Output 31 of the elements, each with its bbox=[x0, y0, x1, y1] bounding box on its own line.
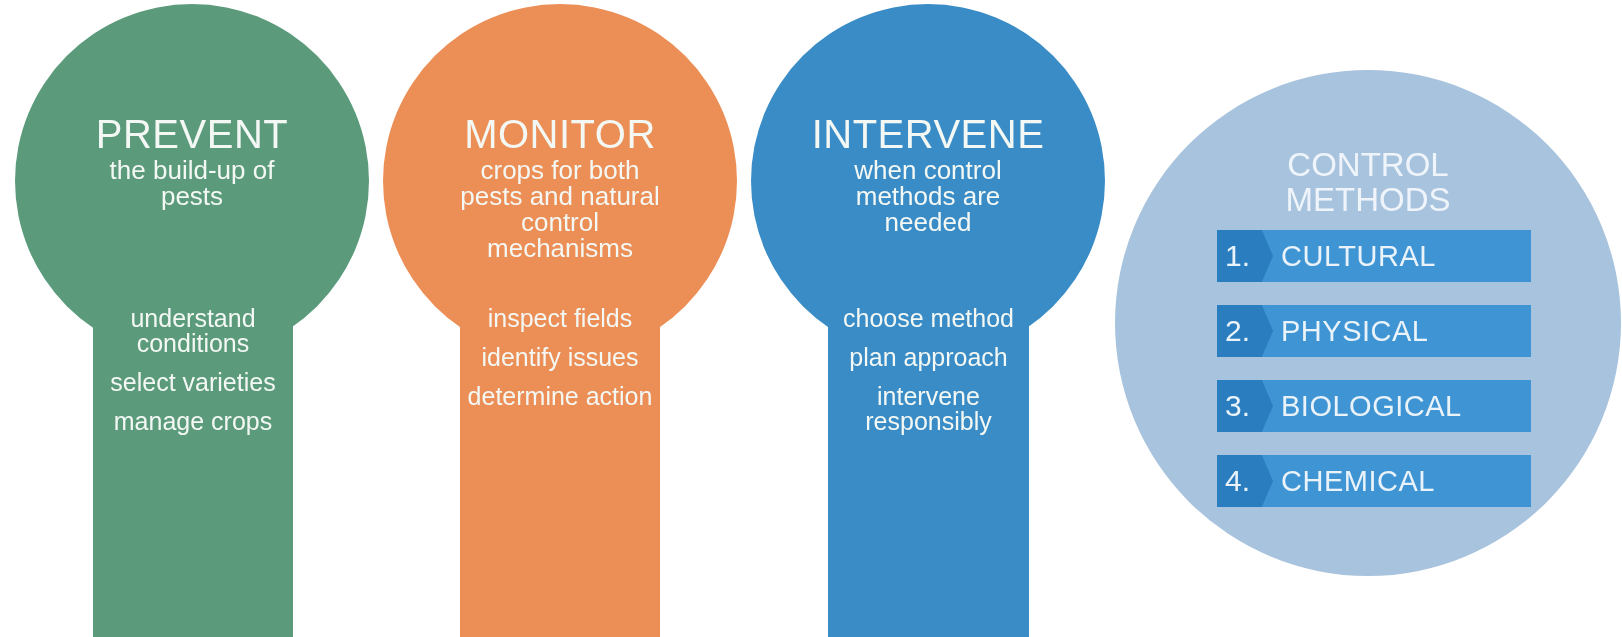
method-bar bbox=[1217, 380, 1531, 432]
step-text: select varieties bbox=[110, 370, 276, 395]
step-text: intervene responsibly bbox=[864, 384, 993, 434]
method-bar bbox=[1217, 230, 1531, 282]
subtitle: the build-up of pests bbox=[108, 157, 276, 209]
list-number: 2. bbox=[1217, 305, 1273, 357]
method-bar bbox=[1217, 455, 1531, 507]
method-label: PHYSICAL bbox=[1281, 314, 1429, 348]
keyhole-shape bbox=[383, 4, 737, 637]
keyhole-shape bbox=[751, 4, 1105, 637]
heading: MONITOR bbox=[464, 114, 656, 154]
list-number: 3. bbox=[1217, 380, 1273, 432]
heading: CONTROL METHODS bbox=[1284, 148, 1452, 218]
keyhole-shape bbox=[15, 4, 369, 637]
subtitle: crops for both pests and natural control mechanisms bbox=[459, 157, 661, 261]
list-number: 1. bbox=[1217, 230, 1273, 282]
step-text: manage crops bbox=[113, 409, 273, 434]
heading: PREVENT bbox=[95, 114, 289, 154]
step-text: determine action bbox=[467, 384, 653, 409]
list-number: 4. bbox=[1217, 455, 1273, 507]
subtitle: when control methods are needed bbox=[853, 157, 1003, 235]
heading: INTERVENE bbox=[811, 114, 1045, 154]
step-text: understand conditions bbox=[129, 306, 257, 356]
method-label: CULTURAL bbox=[1281, 239, 1436, 273]
method-label: BIOLOGICAL bbox=[1281, 389, 1462, 423]
method-label: CHEMICAL bbox=[1281, 464, 1435, 498]
method-bar bbox=[1217, 305, 1531, 357]
step-text: identify issues bbox=[481, 345, 639, 370]
step-text: choose method bbox=[843, 306, 1014, 331]
step-text: inspect fields bbox=[487, 306, 633, 331]
step-text: plan approach bbox=[849, 345, 1008, 370]
